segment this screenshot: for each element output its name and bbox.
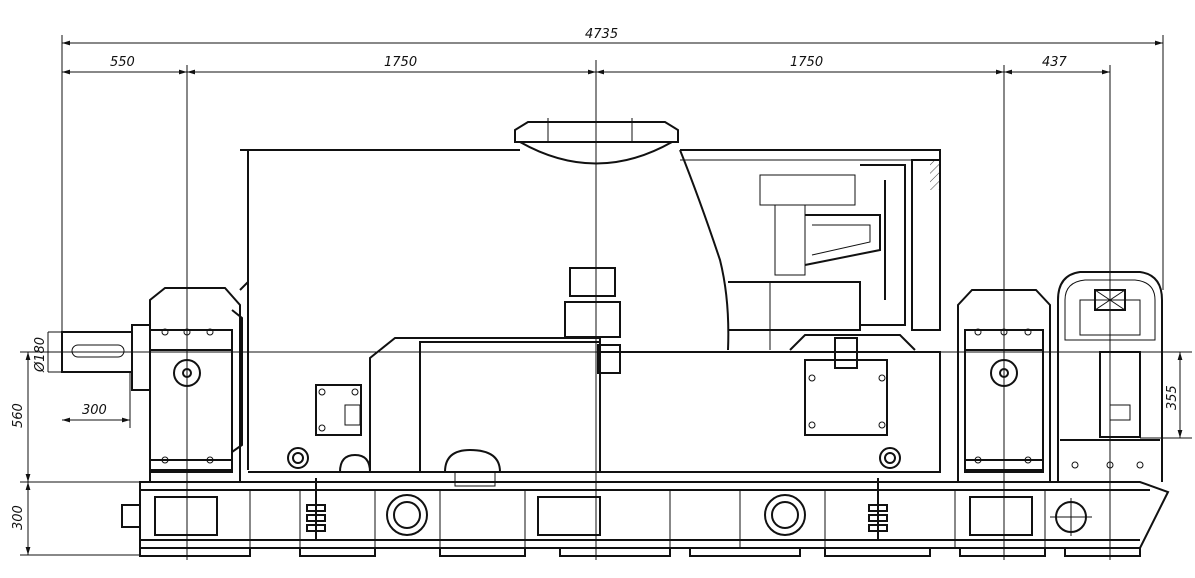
dim-left-span: 1750 <box>384 55 417 70</box>
dim-total-length: 4735 <box>585 27 618 42</box>
dim-shaft-extension: 300 <box>82 403 107 418</box>
right-bearing-pedestal <box>957 289 1051 482</box>
dim-shaft-height: 560 <box>11 403 26 428</box>
dim-right-offset: 437 <box>1042 55 1068 70</box>
center-lines <box>40 60 1192 560</box>
dim-right-span: 1750 <box>790 55 823 70</box>
dim-frame-height: 300 <box>11 505 26 530</box>
dim-shaft-diameter: Ø180 <box>33 337 48 373</box>
anchor-bolt-left <box>306 478 326 540</box>
dim-right-axis-height: 355 <box>1165 385 1180 410</box>
base-frame <box>121 478 1170 557</box>
anchor-bolt-right <box>868 478 888 540</box>
drive-shaft <box>61 324 151 391</box>
dim-left-offset: 550 <box>110 55 135 70</box>
main-casing <box>239 118 941 487</box>
left-bearing-pedestal <box>149 287 243 482</box>
thrust-bearing-unit <box>1057 271 1163 482</box>
